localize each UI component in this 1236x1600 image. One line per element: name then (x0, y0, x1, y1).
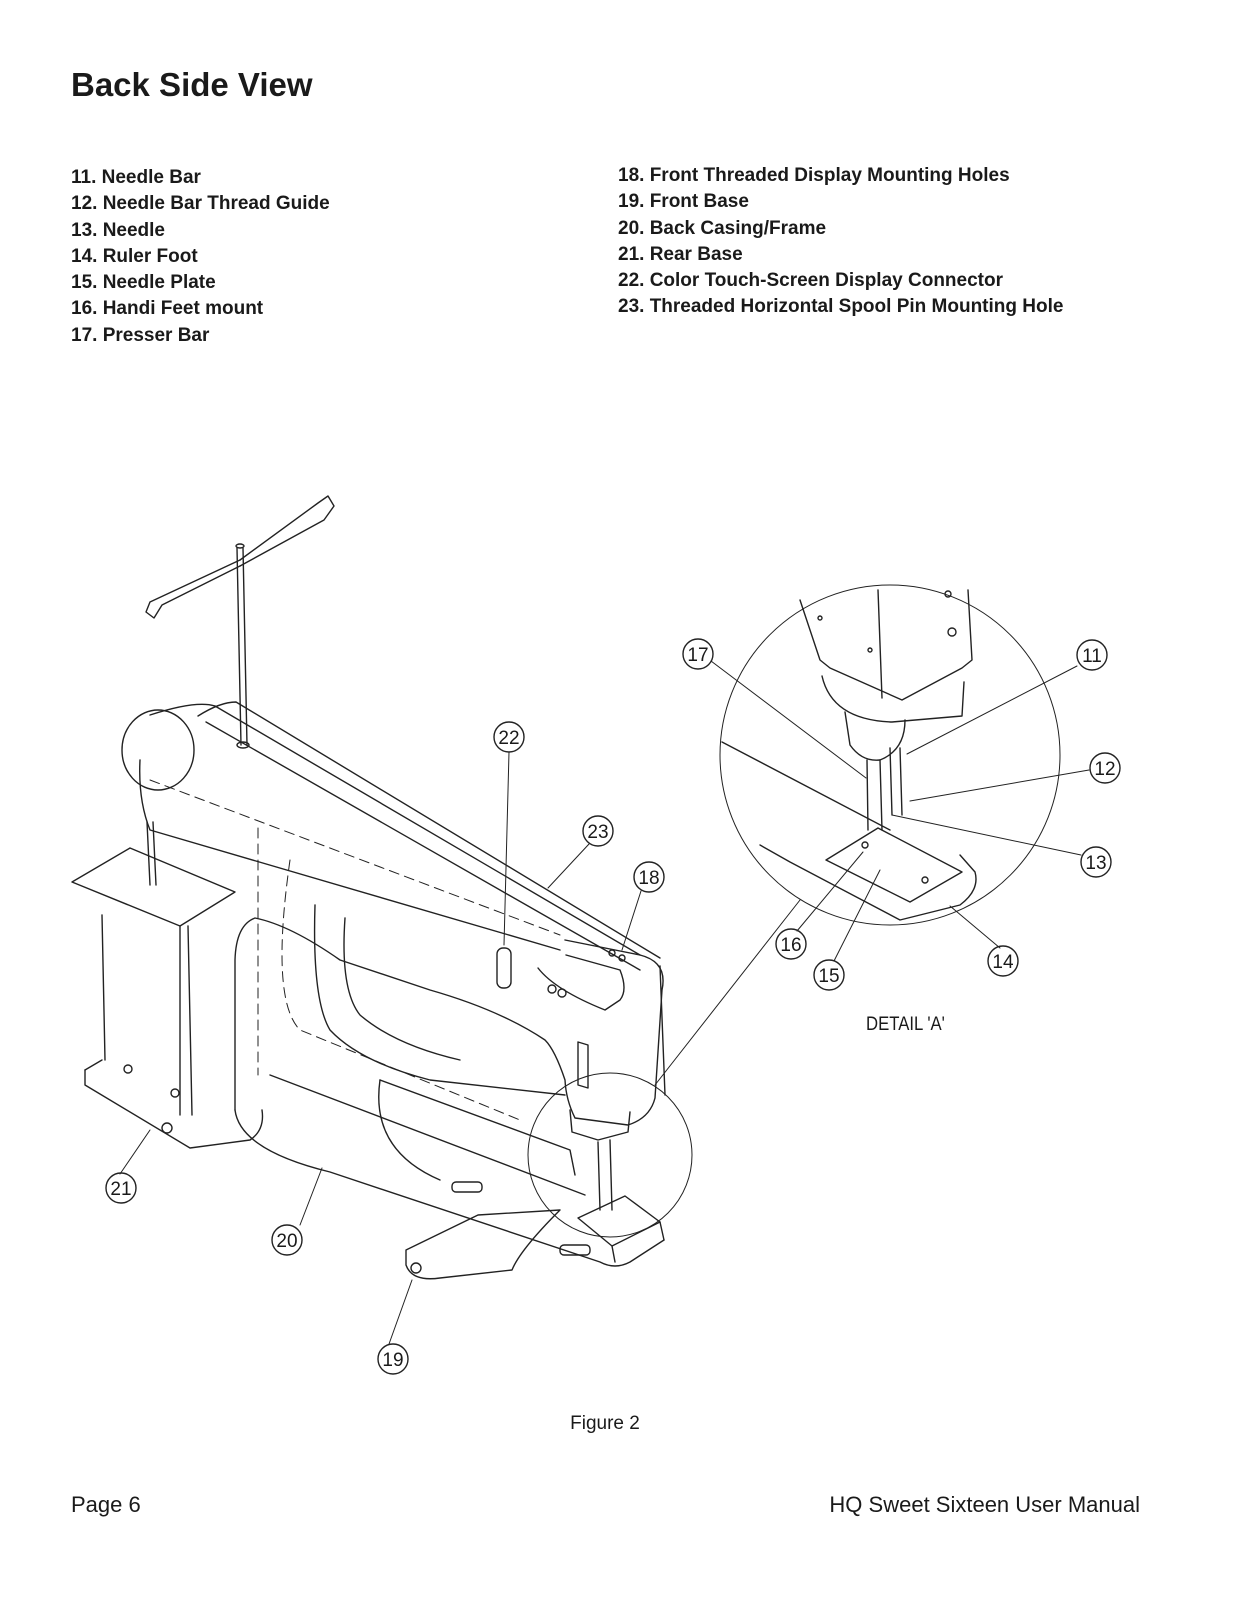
part-item: 19. Front Base (618, 191, 749, 213)
svg-text:23: 23 (587, 822, 608, 843)
part-item: 12. Needle Bar Thread Guide (71, 193, 330, 215)
callout-21: 21 (105, 1172, 137, 1204)
part-item: 13. Needle (71, 219, 165, 241)
callout-15: 15 (813, 959, 845, 991)
svg-text:13: 13 (1085, 853, 1106, 874)
callout-18: 18 (633, 861, 665, 893)
parts-list-right: 18. Front Threaded Display Mounting Hole… (618, 163, 1063, 321)
part-item: 11. Needle Bar (71, 167, 201, 188)
page-title: Back Side View (71, 66, 313, 103)
callout-19: 19 (377, 1343, 409, 1375)
part-item: 17. Presser Bar (71, 324, 210, 346)
svg-text:15: 15 (818, 966, 839, 987)
svg-text:22: 22 (498, 728, 519, 749)
part-item: 21. Rear Base (618, 243, 743, 265)
callout-13: 13 (1080, 846, 1112, 878)
svg-text:19: 19 (382, 1350, 403, 1371)
part-item: 18. Front Threaded Display Mounting Hole… (618, 165, 1010, 186)
part-item: 20. Back Casing/Frame (618, 217, 827, 239)
callout-14: 14 (987, 945, 1019, 977)
part-item: 22. Color Touch-Screen Display Connector (618, 270, 1004, 292)
thread-stand (145, 495, 335, 749)
detail-a-label: DETAIL 'A' (866, 1014, 945, 1035)
machine-body (71, 701, 666, 1280)
manual-title: HQ Sweet Sixteen User Manual (829, 1492, 1140, 1517)
callout-12: 12 (1089, 752, 1121, 784)
svg-text:21: 21 (110, 1179, 131, 1200)
callout-23: 23 (582, 815, 614, 847)
svg-text:11: 11 (1082, 646, 1102, 667)
svg-text:16: 16 (780, 935, 801, 956)
callout-16: 16 (775, 928, 807, 960)
figure-caption: Figure 2 (570, 1413, 640, 1434)
detail-a-drawing (721, 589, 977, 921)
part-item: 16. Handi Feet mount (71, 298, 264, 320)
parts-list-left: 11. Needle Bar 12. Needle Bar Thread Gui… (71, 165, 330, 349)
detail-circles (527, 584, 1061, 1238)
svg-text:18: 18 (638, 868, 659, 889)
callout-11: 11 (1076, 639, 1108, 671)
svg-text:14: 14 (992, 952, 1014, 973)
callout-22: 22 (493, 721, 525, 753)
part-item: 23. Threaded Horizontal Spool Pin Mounti… (618, 296, 1064, 318)
page-number: Page 6 (71, 1492, 141, 1517)
callout-20: 20 (271, 1224, 303, 1256)
hidden-lines (149, 779, 561, 1121)
part-item: 14. Ruler Foot (71, 245, 198, 267)
callout-17: 17 (682, 638, 714, 670)
svg-text:17: 17 (687, 645, 708, 666)
part-item: 15. Needle Plate (71, 272, 216, 294)
leader-lines (119, 660, 1090, 1345)
svg-text:12: 12 (1094, 759, 1115, 780)
svg-text:20: 20 (276, 1231, 297, 1252)
